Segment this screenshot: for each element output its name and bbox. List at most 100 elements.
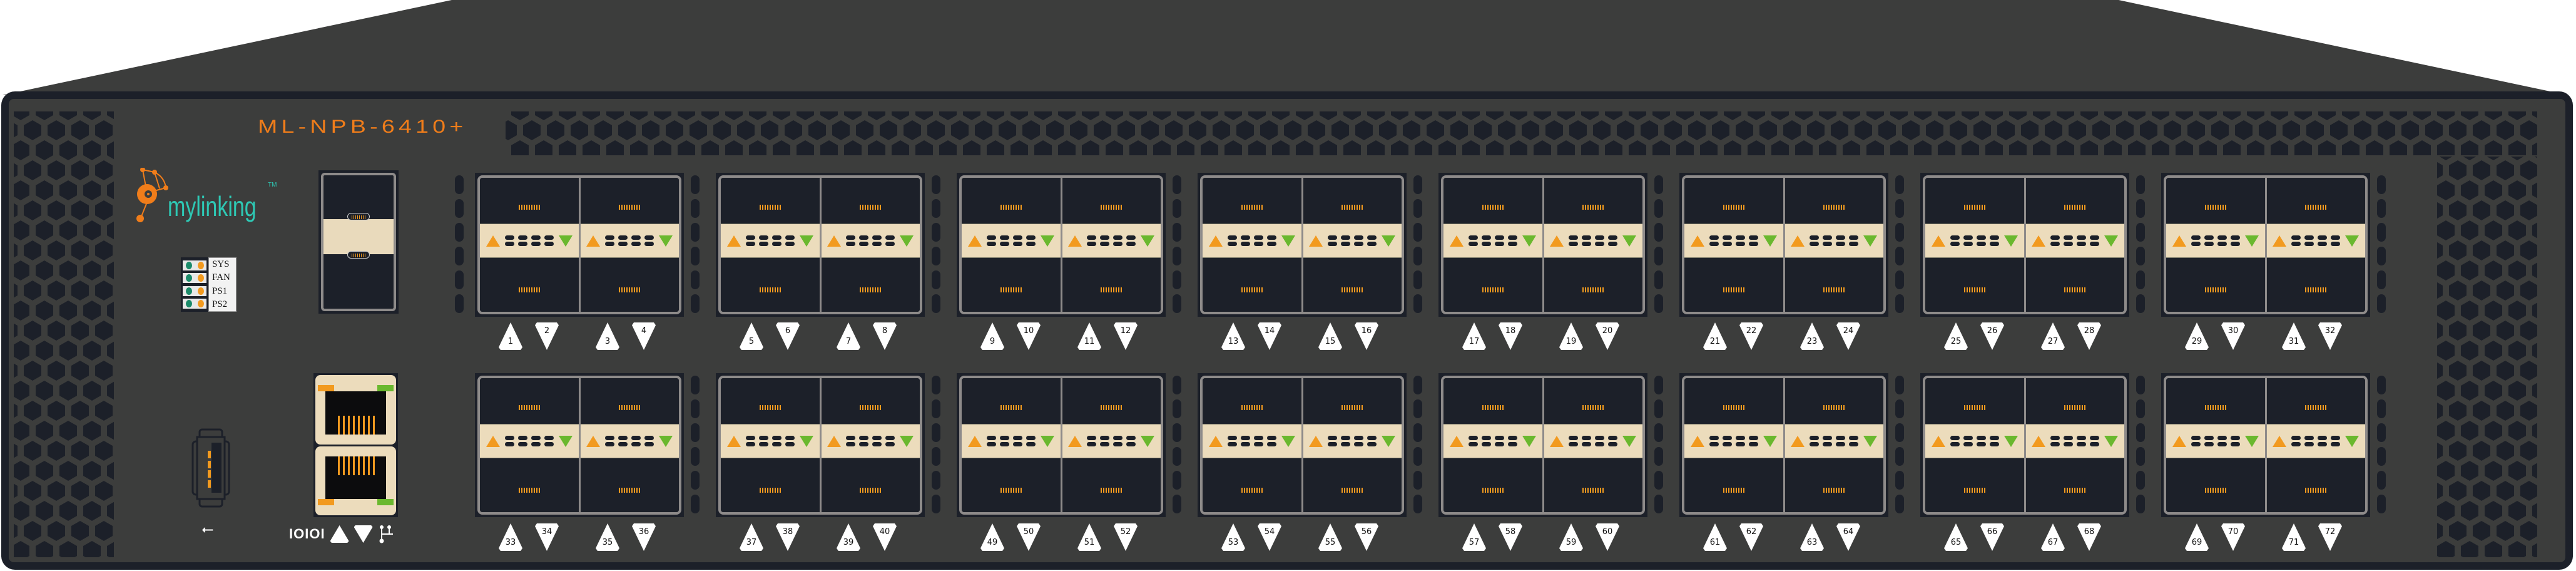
vent-slot	[2377, 423, 2386, 442]
qsfp-port[interactable]	[2264, 378, 2365, 512]
rx-down-arrow-icon	[1382, 435, 1396, 447]
lane-indicators	[1950, 235, 1999, 247]
lane-pill	[2304, 436, 2314, 441]
tx-up-arrow-icon	[486, 235, 500, 247]
usb-port[interactable]	[191, 428, 231, 508]
lane-pill	[1823, 242, 1833, 247]
qsfp-port[interactable]	[721, 178, 820, 312]
rx-down-arrow-icon	[2003, 435, 2018, 447]
qsfp-port[interactable]	[1060, 178, 1161, 312]
lane-pill	[2291, 436, 2301, 441]
lane-pill	[2064, 442, 2074, 447]
qsfp-port[interactable]	[2166, 178, 2265, 312]
lane-pill	[644, 235, 654, 240]
tx-up-arrow-icon	[1208, 235, 1223, 247]
vent-slot	[2136, 447, 2145, 466]
lane-pill	[2204, 436, 2214, 441]
lane-pill	[785, 442, 795, 447]
qsfp-port[interactable]	[480, 178, 579, 312]
qsfp-cage	[716, 373, 925, 517]
pin-marker	[1101, 488, 1123, 493]
lane-pill	[1481, 442, 1491, 447]
qsfp-port[interactable]	[1301, 378, 1402, 512]
lane-pill	[1735, 442, 1745, 447]
qsfp-port[interactable]	[1203, 378, 1301, 512]
lane-pill	[872, 436, 882, 441]
qsfp-port[interactable]	[962, 178, 1061, 312]
pin-marker	[759, 287, 781, 293]
rx-down-arrow-icon	[1622, 435, 1637, 447]
vent-slot	[1895, 199, 1904, 218]
lane-indicators	[504, 235, 554, 247]
qsfp-port[interactable]	[819, 178, 920, 312]
lane-pill	[2318, 436, 2328, 441]
qsfp-port[interactable]	[578, 378, 679, 512]
lane-pill	[2291, 235, 2301, 240]
qsfp-port[interactable]	[1925, 378, 2024, 512]
qsfp-cage	[1198, 373, 1407, 517]
pin-marker	[759, 404, 781, 410]
management-qsfp-port[interactable]	[318, 170, 399, 314]
rx-down-arrow-icon	[1522, 235, 1536, 247]
lane-pill	[644, 442, 654, 447]
lane-pill	[1507, 235, 1517, 240]
port-band	[962, 423, 1061, 459]
console-rj45-port[interactable]	[315, 375, 396, 445]
vent-slot	[1654, 495, 1663, 513]
qsfp-port[interactable]	[2166, 378, 2265, 512]
qsfp-port[interactable]	[1925, 178, 2024, 312]
vent-slot	[1413, 376, 1422, 394]
qsfp-port[interactable]	[480, 378, 579, 512]
qsfp-port[interactable]	[1542, 178, 1642, 312]
lane-pill	[1823, 436, 1833, 441]
lane-pill	[2090, 442, 2100, 447]
lane-indicators	[1468, 235, 1517, 247]
qsfp-port[interactable]	[1443, 178, 1542, 312]
qsfp-port[interactable]	[578, 178, 679, 312]
qsfp-port[interactable]	[2024, 178, 2124, 312]
qsfp-port[interactable]	[1783, 378, 1883, 512]
lane-pill	[1963, 242, 1973, 247]
port-band	[721, 223, 820, 259]
vent-slot	[1654, 270, 1663, 289]
vent-slot	[932, 423, 940, 442]
qsfp-port[interactable]	[962, 378, 1061, 512]
lane-pill	[504, 235, 514, 240]
lane-indicators	[846, 436, 895, 447]
port-band	[1443, 423, 1542, 459]
qsfp-port[interactable]	[721, 378, 820, 512]
lane-pill	[1836, 442, 1846, 447]
lane-pill	[1026, 436, 1036, 441]
cage-frame	[1682, 175, 1886, 314]
lane-pill	[2191, 242, 2201, 247]
qsfp-port[interactable]	[2264, 178, 2365, 312]
lane-pill	[2090, 242, 2100, 247]
network-rj45-port[interactable]	[315, 446, 396, 515]
rx-down-arrow-icon	[2003, 235, 2018, 247]
lane-pill	[2230, 235, 2240, 240]
lane-pill	[1823, 235, 1833, 240]
lane-pill	[846, 442, 856, 447]
vent-slot	[1173, 294, 1181, 313]
cage-frame	[1441, 376, 1645, 515]
lane-pill	[2050, 235, 2060, 240]
qsfp-port[interactable]	[1443, 378, 1542, 512]
qsfp-port[interactable]	[1301, 178, 1402, 312]
lane-indicators	[1468, 436, 1517, 447]
qsfp-port[interactable]	[1684, 378, 1783, 512]
qsfp-port[interactable]	[2024, 378, 2124, 512]
qsfp-port[interactable]	[819, 378, 920, 512]
lane-pill	[2217, 242, 2227, 247]
vent-slot	[932, 247, 940, 265]
qsfp-port[interactable]	[1203, 178, 1301, 312]
vent-slot	[2136, 294, 2145, 313]
lane-indicators	[1227, 436, 1276, 447]
tx-up-arrow-icon	[2273, 235, 2287, 247]
qsfp-port[interactable]	[1060, 378, 1161, 512]
lane-pill	[1722, 235, 1732, 240]
pin-marker	[1482, 404, 1504, 410]
lane-pill	[1100, 242, 1110, 247]
qsfp-port[interactable]	[1684, 178, 1783, 312]
qsfp-port[interactable]	[1542, 378, 1642, 512]
qsfp-port[interactable]	[1783, 178, 1883, 312]
